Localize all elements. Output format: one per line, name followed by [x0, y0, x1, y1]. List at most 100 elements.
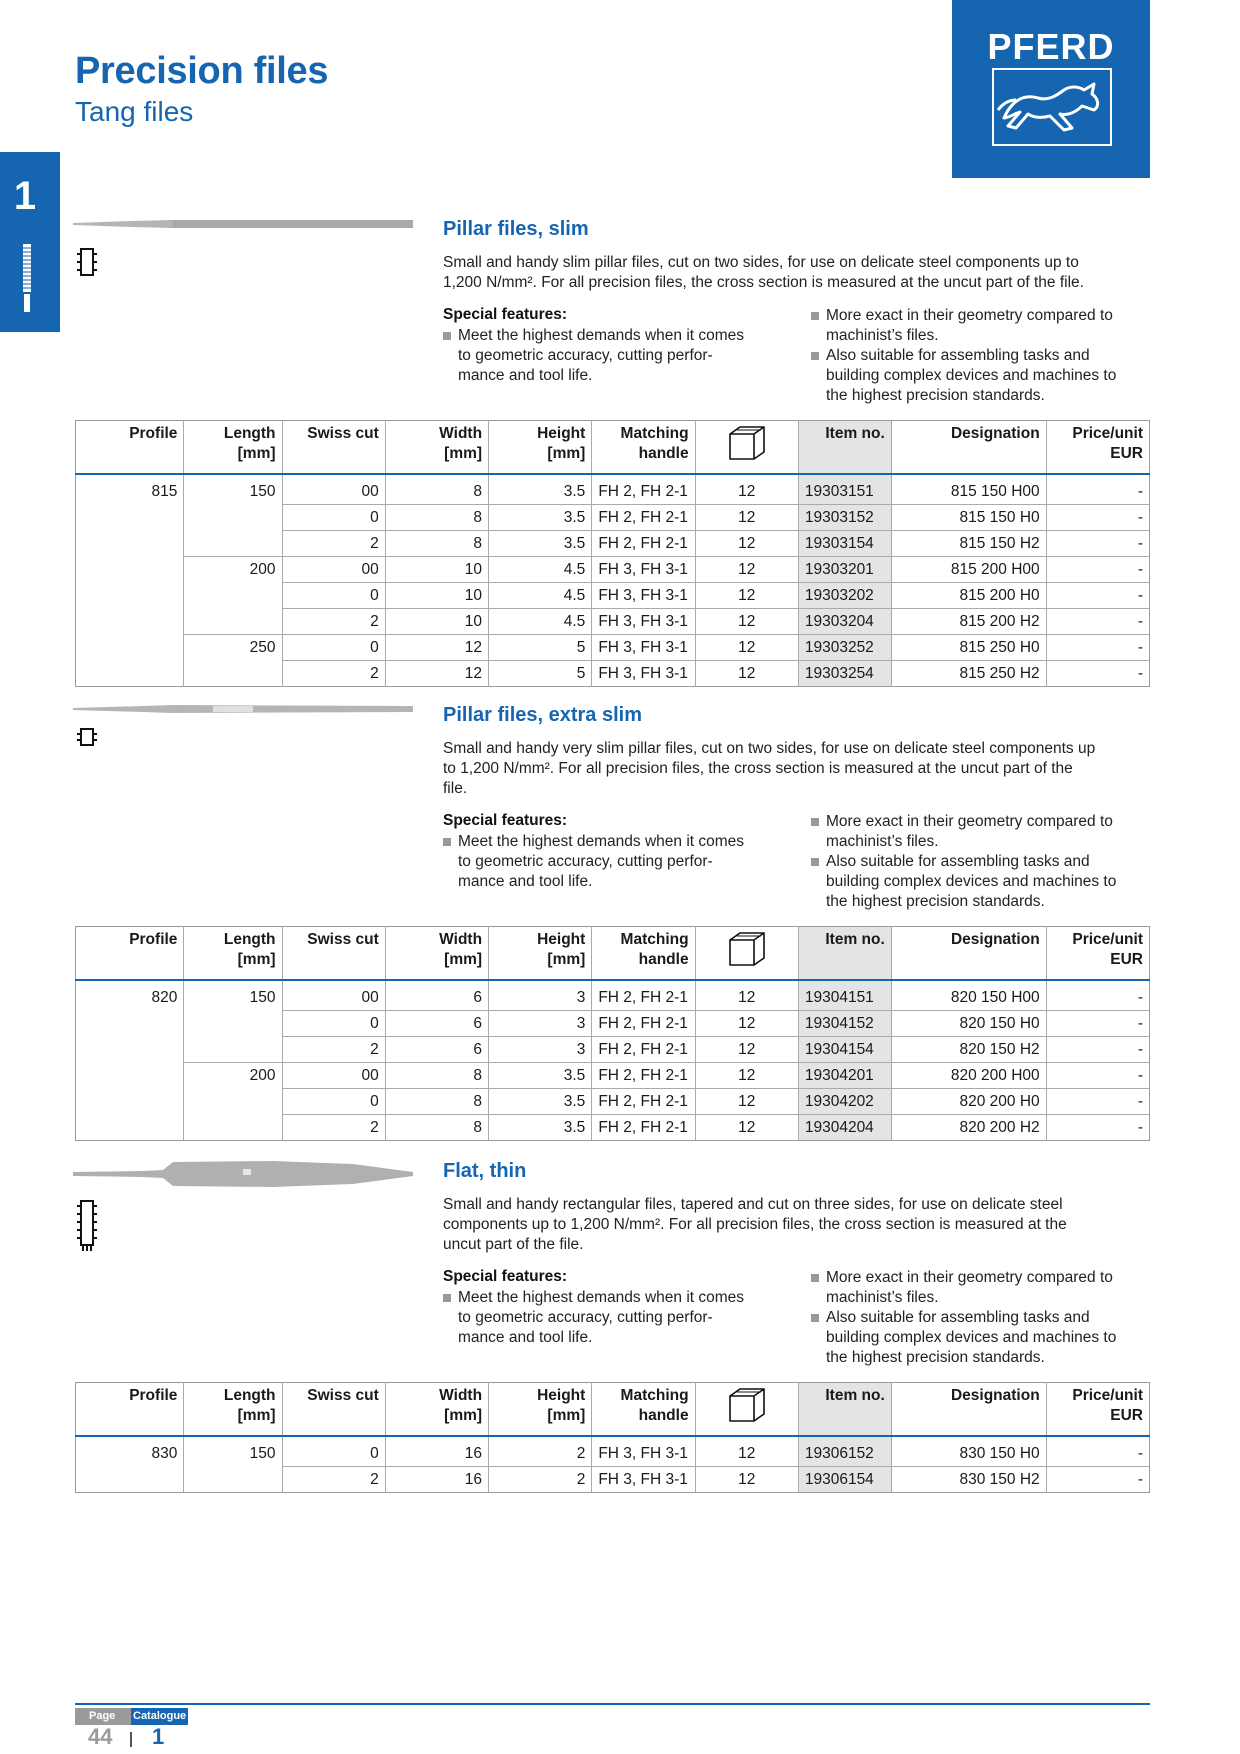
header-text: Length: [223, 425, 276, 442]
table-cell: 10: [384, 556, 489, 583]
table-cell: 150: [183, 1436, 283, 1467]
table-cell: 0: [281, 1010, 386, 1037]
header-text: Swiss cut: [307, 425, 379, 442]
table-cell: 19304204: [797, 1114, 892, 1141]
table-cell: 19304202: [797, 1088, 892, 1115]
header-text: Width: [439, 931, 483, 948]
header-text: [mm]: [237, 951, 276, 968]
table-cell: 12: [694, 556, 799, 583]
table-cell: 250: [183, 634, 283, 661]
table-cell: 12: [694, 474, 799, 505]
flat-thin-file-image: [73, 1161, 413, 1187]
table-cell: 0: [281, 634, 386, 661]
header-item-no: Item no.: [797, 926, 892, 980]
table-cell: 815 200 H2: [890, 608, 1047, 635]
table-cell: 2: [281, 660, 386, 687]
table-cell: 00: [281, 474, 386, 505]
header-text: Matching: [620, 425, 689, 442]
table-cell: 830: [151, 1444, 178, 1462]
desc-line: 1,200 N/mm². For all precision files, th…: [443, 274, 1084, 291]
feature-line: machinist’s files.: [826, 327, 939, 344]
table-cell: [183, 1466, 283, 1493]
header-height: Height[mm]: [488, 420, 592, 474]
table-cell: 8: [384, 1114, 489, 1141]
table-cell: 200: [183, 1062, 283, 1089]
table-cell: 4.5: [488, 582, 592, 609]
table-cell: 820 200 H0: [890, 1088, 1047, 1115]
feature-line: mance and tool life.: [458, 873, 593, 890]
table-cell: 815 200 H0: [890, 582, 1047, 609]
header-length: Length[mm]: [183, 926, 283, 980]
section-title: Pillar files, slim: [443, 218, 589, 240]
feature-item: More exact in their geometry compared to…: [811, 306, 1113, 346]
header-text: EUR: [1110, 1407, 1143, 1424]
table-cell: [76, 583, 184, 609]
table-cell: -: [1045, 1062, 1150, 1089]
page-number: 44: [88, 1724, 113, 1749]
table-cell: 3: [488, 1010, 592, 1037]
table-cell: FH 2, FH 2-1: [591, 530, 696, 557]
chapter-tab[interactable]: 1: [0, 152, 60, 332]
feature-line: mance and tool life.: [458, 1329, 593, 1346]
bullet-square-icon: [811, 1314, 819, 1322]
table-cell: 12: [694, 582, 799, 609]
table-cell: 6: [384, 1010, 489, 1037]
table-cell: FH 2, FH 2-1: [591, 980, 696, 1011]
table-cell: 820 150 H00: [890, 980, 1047, 1011]
header-text: Item no.: [825, 1387, 885, 1404]
header-width: Width[mm]: [384, 926, 489, 980]
header-text: Swiss cut: [307, 1387, 379, 1404]
table-cell: 815 200 H00: [890, 556, 1047, 583]
feature-item: Also suitable for assembling tasks and b…: [811, 1308, 1116, 1368]
header-text: Width: [439, 425, 483, 442]
table-cell: 12: [694, 608, 799, 635]
table-cell: FH 2, FH 2-1: [591, 1088, 696, 1115]
flat-profile-icon: [77, 1200, 97, 1251]
table-cell: [183, 608, 283, 635]
table-cell: 815 250 H0: [890, 634, 1047, 661]
header-item-no: Item no.: [797, 420, 892, 474]
table-cell: 815 150 H2: [890, 530, 1047, 557]
header-text: Designation: [950, 425, 1040, 442]
table-cell: 19303254: [797, 660, 892, 687]
page-label: Page: [75, 1708, 131, 1725]
table-cell: [76, 635, 184, 661]
table-cell: [183, 1036, 283, 1063]
header-length: Length[mm]: [183, 1382, 283, 1436]
table-cell: [183, 530, 283, 557]
table-cell: 12: [694, 1114, 799, 1141]
table-cell: [76, 1037, 184, 1063]
header-pack-qty: [694, 420, 799, 474]
header-text: [mm]: [444, 445, 483, 462]
table-cell: -: [1045, 634, 1150, 661]
table-cell: 6: [384, 980, 489, 1011]
table-cell: 0: [281, 582, 386, 609]
table-cell: FH 2, FH 2-1: [591, 474, 696, 505]
header-text: Price/unit: [1072, 931, 1143, 948]
feature-line: Meet the highest demands when it comes: [458, 1289, 745, 1306]
table-cell: 12: [694, 980, 799, 1011]
page-subtitle: Tang files: [75, 96, 194, 127]
table-cell: [76, 557, 184, 583]
table-cell: 00: [281, 1062, 386, 1089]
header-pack-qty: [694, 926, 799, 980]
feature-item: More exact in their geometry compared to…: [811, 1268, 1113, 1308]
feature-item: More exact in their geometry compared to…: [811, 812, 1113, 852]
table-cell: 12: [694, 1436, 799, 1467]
table-cell: 19303204: [797, 608, 892, 635]
table-cell: [76, 1089, 184, 1115]
table-cell: FH 3, FH 3-1: [591, 660, 696, 687]
table-cell: 830 150 H2: [890, 1466, 1047, 1493]
table-cell: FH 3, FH 3-1: [591, 608, 696, 635]
box-icon: [728, 426, 765, 460]
table-cell: 815 250 H2: [890, 660, 1047, 687]
logo-text: PFERD: [987, 26, 1115, 67]
